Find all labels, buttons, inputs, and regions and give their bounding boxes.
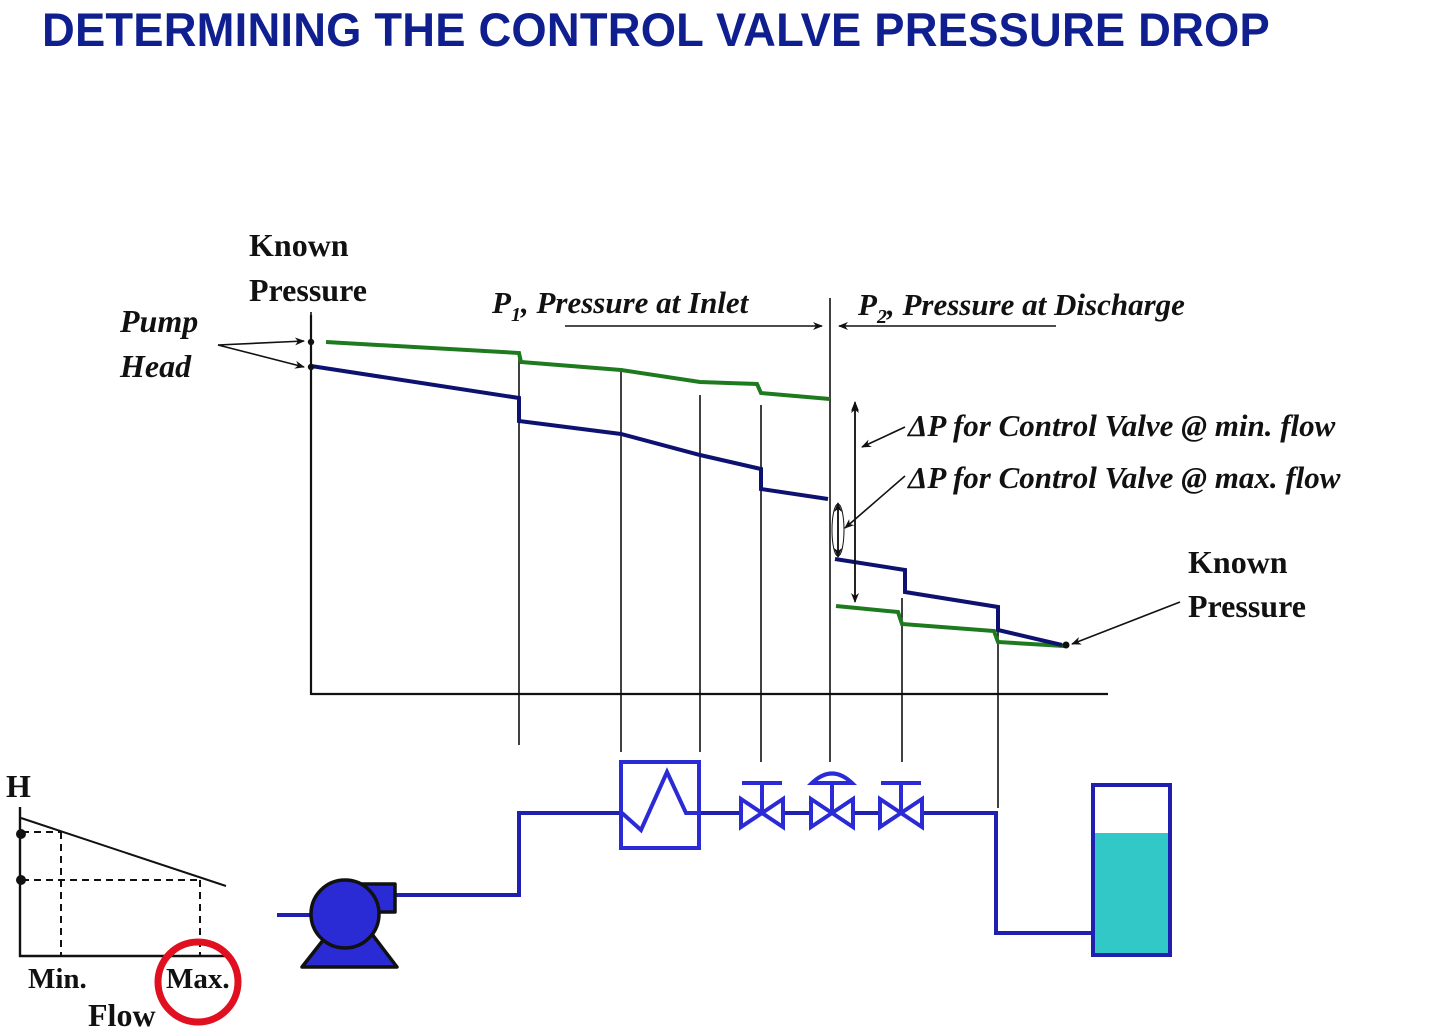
dp-min-flow-arrow [851, 401, 906, 603]
pump-curve-chart: H Min. Max. Flow [6, 768, 242, 1032]
piping [277, 811, 1092, 935]
pump-icon [300, 878, 399, 969]
pump-curve-x-label: Flow [88, 997, 156, 1032]
max-flow-pressure-line [310, 364, 829, 501]
max-flow-highlight-circle [154, 938, 242, 1026]
p1-label: P1, Pressure at Inlet [491, 285, 750, 326]
min-flow-pressure-line-downstream [835, 604, 1065, 648]
equipment-location-lines [518, 298, 999, 808]
profile-axes [309, 315, 1108, 696]
block-valve-icon [739, 781, 785, 831]
known-pressure-end-label-1: Known [1188, 544, 1288, 580]
pump-curve-max-tick: Max. [166, 963, 230, 995]
known-pressure-start-label-2: Pressure [249, 272, 367, 308]
pump-head-label-2: Head [119, 348, 192, 384]
page-title: DETERMINING THE CONTROL VALVE PRESSURE D… [42, 3, 1270, 56]
dp-max-flow-arrow [831, 475, 906, 558]
pump-curve-min-tick: Min. [28, 963, 87, 995]
known-pressure-end-label-2: Pressure [1188, 588, 1306, 624]
pump-curve-y-label: H [6, 768, 31, 804]
known-pressure-end-point [1062, 641, 1070, 649]
known-pressure-end-arrow [1071, 601, 1181, 645]
control-valve-icon [806, 771, 858, 831]
pump-head-points [307, 338, 315, 371]
min-flow-pressure-line [325, 340, 831, 401]
dp-max-flow-label: ΔP for Control Valve @ max. flow [906, 460, 1341, 495]
tank-icon [1091, 783, 1172, 957]
p2-label: P2, Pressure at Discharge [857, 287, 1185, 328]
max-flow-pressure-line-downstream [834, 557, 1063, 647]
pump-head-arrows [217, 337, 305, 369]
dp-min-flow-label: ΔP for Control Valve @ min. flow [906, 408, 1336, 443]
heat-exchanger-icon [619, 760, 701, 850]
pump-head-label-1: Pump [119, 303, 198, 339]
block-valve-icon [878, 781, 924, 831]
known-pressure-start-label-1: Known [249, 227, 349, 263]
